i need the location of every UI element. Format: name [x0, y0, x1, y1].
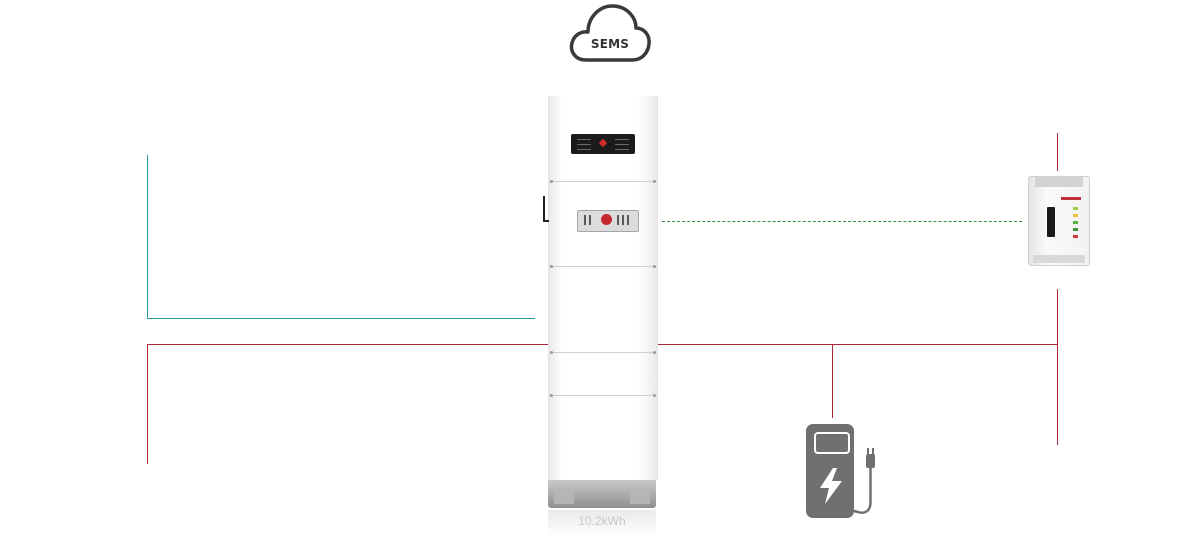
ev-charger — [806, 424, 876, 520]
sems-cloud: SEMS — [566, 0, 654, 64]
tower-reflection — [548, 510, 656, 538]
inverter-display — [571, 134, 635, 154]
grid-line-right-horizontal — [656, 344, 1058, 345]
battery-inverter-tower: 10.2kWh — [543, 96, 658, 538]
meter-screen — [1047, 207, 1055, 237]
meter-bottom-line — [1057, 289, 1058, 445]
grid-line-left-vertical — [147, 344, 148, 464]
tower-base — [548, 480, 656, 508]
switch-knob-icon — [601, 214, 612, 225]
antenna-icon — [543, 196, 545, 222]
tower-body — [548, 96, 658, 480]
cloud-label: SEMS — [590, 37, 630, 51]
status-led-icon — [598, 138, 608, 148]
cloud-icon — [569, 4, 651, 62]
meter-logo — [1061, 197, 1081, 200]
battery-capacity-label: 10.2kWh — [578, 514, 626, 528]
pv-line-vertical — [147, 155, 148, 319]
grid-line-left-horizontal — [147, 344, 548, 345]
smart-meter — [1028, 176, 1090, 266]
charger-body — [806, 424, 854, 518]
charging-plug-icon — [849, 448, 875, 514]
pv-line-horizontal — [147, 318, 535, 319]
meter-comm-line — [662, 221, 1022, 222]
lightning-bolt-icon — [820, 468, 842, 504]
charger-screen — [814, 432, 850, 454]
meter-led-icon — [1073, 207, 1078, 210]
charger-drop-line — [832, 344, 833, 418]
connection-panel — [577, 210, 639, 232]
meter-top-line — [1057, 133, 1058, 171]
